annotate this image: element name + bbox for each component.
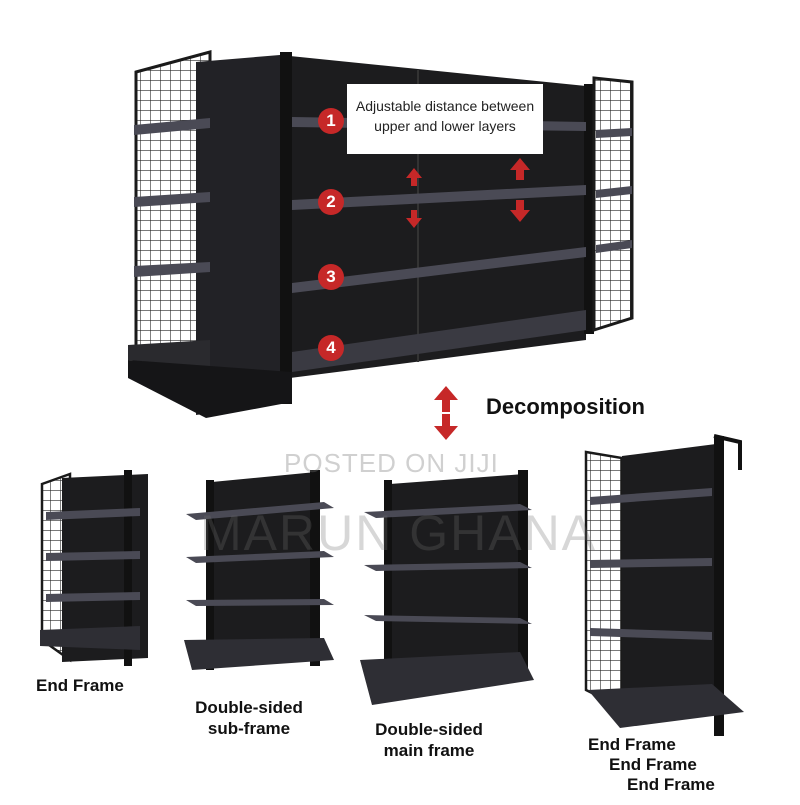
badge-1: 1 [318, 108, 344, 134]
label-end-frame-right-1: End Frame [588, 735, 676, 754]
adjust-arrows [406, 158, 530, 228]
watermark-line-2: MARUN GHANA [200, 505, 598, 561]
badge-4: 4 [318, 335, 344, 361]
label-double-sided-main-line-2: main frame [383, 741, 475, 761]
label-end-frame-right-3: End Frame [627, 775, 715, 794]
watermark-line-1: POSTED ON JIJI [284, 448, 499, 478]
label-end-frame-left: End Frame [36, 676, 124, 695]
double-sided-main-frame [360, 470, 534, 705]
label-double-sided-sub-line-1: Double-sided [195, 698, 303, 717]
badge-2: 2 [318, 189, 344, 215]
decomposition-label: Decomposition [486, 394, 645, 419]
end-frame-right [584, 434, 744, 736]
label-double-sided-main-frame: Double-sided main frame [366, 719, 492, 762]
adjustable-callout: Adjustable distance between upper and lo… [347, 84, 543, 154]
callout-line-1: Adjustable distance between [355, 98, 535, 114]
label-end-frame-right-2: End Frame [609, 755, 697, 774]
label-double-sided-sub-frame: Double-sided sub-frame [186, 697, 312, 740]
label-double-sided-sub-line-2: sub-frame [207, 719, 291, 739]
label-double-sided-main-line-1: Double-sided [375, 720, 483, 739]
badge-3: 3 [318, 264, 344, 290]
decomposition-arrow [434, 386, 458, 440]
end-frame-left [40, 470, 148, 666]
callout-line-2: upper and lower layers [374, 118, 516, 135]
double-sided-sub-frame [184, 470, 334, 670]
